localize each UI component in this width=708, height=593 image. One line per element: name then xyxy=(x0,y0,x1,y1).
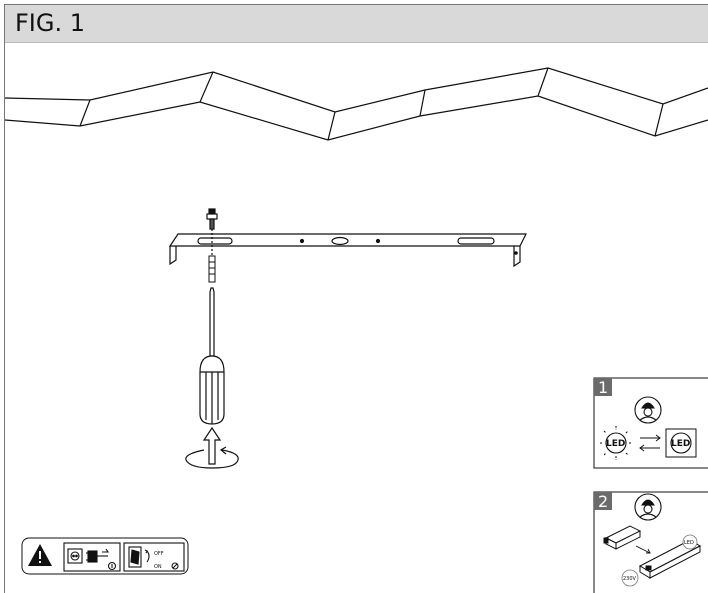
technician-icon xyxy=(634,493,662,521)
led-module-label: LED xyxy=(684,540,694,546)
unplug-icon xyxy=(63,542,121,572)
step-1-panel: 1 LED xyxy=(593,377,708,469)
technician-icon xyxy=(634,396,662,424)
switch-off-icon xyxy=(123,542,185,572)
screw-icon xyxy=(206,208,218,262)
upward-arrow-icon xyxy=(202,426,222,465)
driver-box-icon xyxy=(603,525,642,550)
warning-panel: OFF ON xyxy=(21,537,189,575)
step-2-panel: 2 LED 230V xyxy=(593,491,708,593)
led-new-icon: LED xyxy=(665,428,697,458)
connect-arrows-icon xyxy=(635,545,651,554)
voltage-label: 230V xyxy=(623,576,637,582)
mounting-bracket xyxy=(168,233,527,268)
switch-off-label: OFF xyxy=(154,551,164,557)
swap-arrows-icon xyxy=(639,434,661,452)
led-new-label: LED xyxy=(671,439,690,449)
screwdriver-icon xyxy=(199,287,225,425)
rotate-arrow-icon xyxy=(185,446,239,469)
ceiling-profile xyxy=(4,67,708,141)
figure-frame xyxy=(4,4,708,593)
led-old-label: LED xyxy=(606,439,625,449)
switch-on-label: ON xyxy=(154,564,162,570)
led-module-icon xyxy=(638,539,702,579)
wall-plug-icon xyxy=(208,255,216,283)
figure-header: FIG. 1 xyxy=(5,5,708,43)
warning-triangle-icon xyxy=(28,544,52,566)
step-1-number: 1 xyxy=(598,378,608,397)
led-old-icon: LED xyxy=(600,426,632,460)
step-2-number: 2 xyxy=(598,492,608,511)
figure-title: FIG. 1 xyxy=(15,9,86,37)
